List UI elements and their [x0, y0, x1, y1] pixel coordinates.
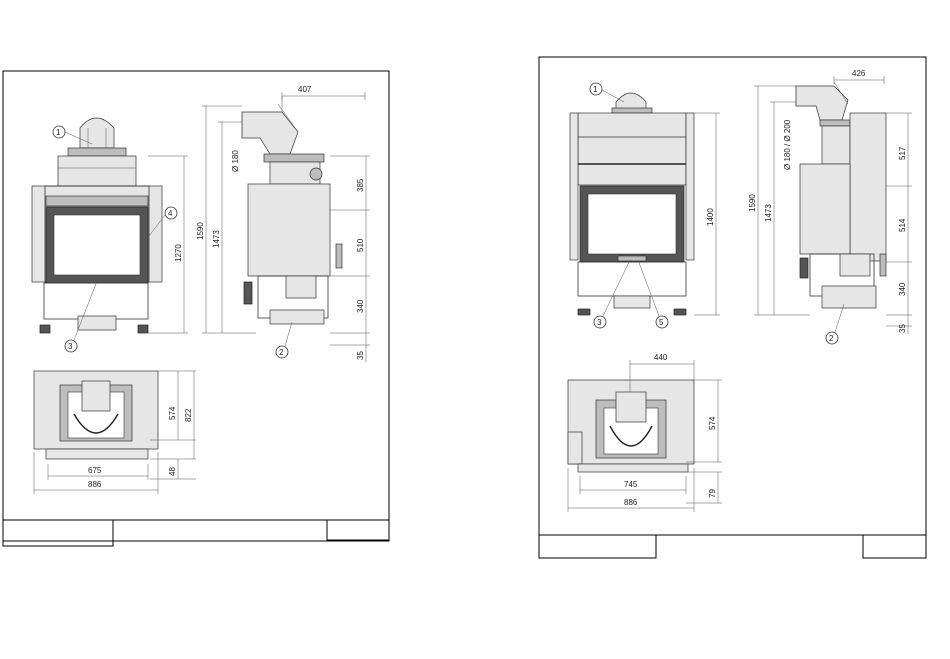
dim-seg-low: 340 [356, 299, 365, 313]
dim-plan-width-total: 886 [624, 498, 638, 507]
dim-seg-low: 340 [898, 282, 907, 296]
right-side-view: 426 Ø 180 / Ø 200 1590 1473 517 514 340 … [748, 69, 912, 344]
plan-flue [82, 381, 110, 411]
callout-label: 1 [56, 128, 61, 137]
flue-connection [264, 154, 324, 162]
sheet-left-revision-block [327, 520, 389, 540]
dim-plan-width-total: 886 [88, 480, 102, 489]
plan-flue [616, 392, 646, 422]
right-plan-view: 440 574 79 745 886 [568, 353, 722, 512]
dim-plan-width-inner: 675 [88, 466, 102, 475]
stove-stand [44, 283, 148, 319]
convection-top-side [822, 126, 850, 164]
left-front-view: 1270 1 4 3 [32, 118, 188, 352]
door-handle-front [618, 256, 646, 261]
callout-label: 5 [659, 318, 664, 327]
ash-drawer-front [78, 316, 116, 330]
foot-left [40, 325, 50, 333]
dim-front-height: 1270 [174, 244, 183, 262]
dim-plan-width-inner: 745 [624, 480, 638, 489]
dim-flue-diameter: Ø 180 [231, 150, 240, 172]
dim-side-height-total: 1590 [748, 194, 757, 212]
flue-elbow [242, 112, 298, 154]
callout-label: 1 [593, 85, 598, 94]
stove-body-side [248, 184, 330, 276]
stove-stand [578, 262, 686, 296]
door-handle [880, 254, 886, 276]
dim-seg-base: 35 [898, 324, 907, 333]
dim-seg-top: 385 [356, 178, 365, 192]
flue-collar [612, 108, 652, 113]
dim-side-height-total: 1590 [196, 222, 205, 240]
flue-dome [80, 118, 114, 148]
callout-label: 4 [168, 209, 173, 218]
side-panel-right [686, 113, 694, 260]
sheet-right-revision-block [863, 535, 926, 558]
dim-flue-diameter: Ø 180 / Ø 200 [783, 119, 792, 170]
dim-side-height-flue: 1473 [212, 230, 221, 248]
sheet-left-frame [3, 71, 389, 541]
convection-top [58, 156, 136, 186]
plan-front-rail [578, 464, 688, 472]
rear-leg [800, 258, 808, 278]
sheet-left-title-block [3, 520, 113, 546]
dim-plan-front-offset: 48 [168, 467, 177, 476]
callout-label: 2 [279, 348, 284, 357]
plan-side-box [568, 432, 582, 464]
side-panel-left [570, 113, 578, 260]
flue-collar [68, 148, 126, 156]
dim-plan-depth-total: 822 [184, 408, 193, 422]
dim-side-height-flue: 1473 [764, 204, 773, 222]
dim-seg-mid: 510 [356, 238, 365, 252]
rear-leg [244, 282, 252, 304]
dim-plan-depth-inner: 574 [168, 406, 177, 420]
sheet-right-title-block [539, 535, 656, 558]
dim-seg-mid: 514 [898, 218, 907, 232]
left-plan-view: 574 822 48 675 886 [34, 371, 196, 494]
right-front-view: 1400 1 3 5 [570, 83, 720, 328]
ash-drawer-front [614, 296, 650, 308]
sheet-right: 1400 1 3 5 [539, 57, 926, 558]
sheet-left: 1270 1 4 3 [3, 71, 389, 546]
dim-plan-top-width: 440 [654, 353, 668, 362]
flue-connection [820, 120, 850, 126]
dim-top-offset: 426 [852, 69, 866, 78]
upper-casing [578, 113, 686, 185]
callout-label: 2 [829, 334, 834, 343]
dim-seg-top: 517 [898, 146, 907, 160]
foot-right [138, 325, 148, 333]
foot-left [578, 309, 590, 315]
foot-right [674, 309, 686, 315]
door-handle [336, 244, 342, 268]
callout-label: 3 [597, 318, 602, 327]
air-control-knob [310, 168, 322, 180]
stove-body-side [800, 164, 850, 254]
door-glass [54, 215, 140, 275]
dim-seg-base: 35 [356, 351, 365, 360]
dim-top-offset: 407 [298, 85, 312, 94]
dim-plan-depth-inner: 574 [708, 416, 717, 430]
front-panel-side [850, 113, 886, 261]
ash-drawer-side [822, 286, 876, 308]
plan-front-rail [46, 449, 148, 459]
top-panel [46, 196, 148, 206]
ash-drawer-side [270, 310, 324, 324]
left-side-view: 407 Ø 180 1590 1473 385 510 340 35 [196, 85, 370, 362]
flue-elbow [796, 86, 848, 120]
dim-front-height: 1400 [706, 208, 715, 226]
ash-pan [286, 276, 316, 298]
ash-pan [840, 254, 870, 276]
door-glass [588, 194, 676, 254]
callout-label: 3 [68, 342, 73, 351]
dim-plan-front-offset: 79 [708, 489, 717, 498]
